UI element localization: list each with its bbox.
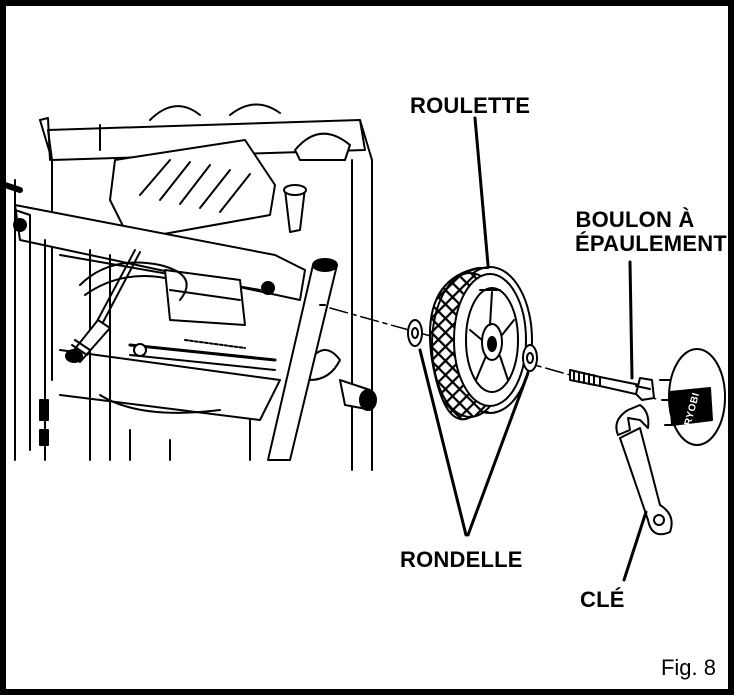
figure-caption: Fig. 8 — [660, 655, 716, 680]
leader-washer-right — [466, 371, 530, 537]
wrench — [615, 404, 673, 536]
leader-wheel — [473, 116, 490, 267]
ryobi-logo-text: RYOBI — [682, 391, 702, 427]
wheel — [428, 266, 533, 421]
planer-stand — [2, 103, 377, 471]
label-wheel: ROULETTE — [410, 93, 531, 118]
label-shoulder-bolt: BOULON À ÉPAULEMENT — [575, 207, 727, 256]
label-shoulder-bolt-line1: BOULON À — [575, 207, 695, 232]
washer-right — [522, 344, 538, 372]
label-washer: RONDELLE — [400, 547, 523, 572]
hub-cap — [659, 348, 726, 446]
leader-washer-left — [418, 348, 468, 537]
shoulder-bolt — [569, 369, 655, 401]
label-shoulder-bolt-line2: ÉPAULEMENT — [575, 231, 727, 256]
leader-bolt — [628, 260, 634, 380]
label-wrench: CLÉ — [580, 587, 625, 612]
leader-wrench — [622, 510, 648, 582]
washer-left — [407, 319, 423, 347]
